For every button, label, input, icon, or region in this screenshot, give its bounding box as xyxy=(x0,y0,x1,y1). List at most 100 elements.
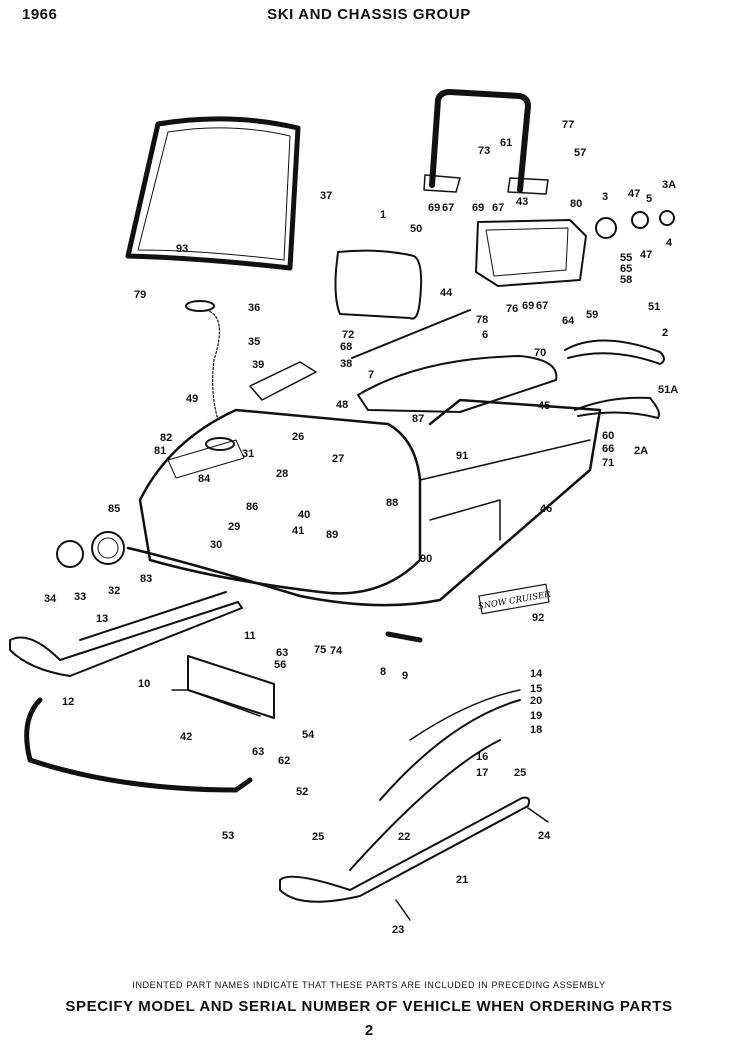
steering-arm-drawing xyxy=(564,339,665,365)
callout: 61 xyxy=(500,137,512,149)
callout: 28 xyxy=(276,468,288,480)
callout: 34 xyxy=(44,593,57,605)
callout: 12 xyxy=(62,696,74,708)
decal-text: SNOW CRUISER xyxy=(477,590,552,613)
callout: 40 xyxy=(298,509,310,521)
callout: 76 xyxy=(506,303,518,315)
callout: 43 xyxy=(516,196,528,208)
callout: 36 xyxy=(248,302,260,314)
callout: 86 xyxy=(246,501,258,513)
callout: 19 xyxy=(530,710,542,722)
callout: 13 xyxy=(96,613,108,625)
callout: 70 xyxy=(534,347,546,359)
retaining-ring-drawing xyxy=(659,210,675,226)
callout: 38 xyxy=(340,358,352,370)
right-ski-drawing xyxy=(279,689,531,903)
callout: 67 xyxy=(492,202,504,214)
callout: 65 xyxy=(620,263,632,275)
callout: 87 xyxy=(412,413,424,425)
callout: 30 xyxy=(210,539,222,551)
callout: 14 xyxy=(530,668,543,680)
callout: 9 xyxy=(402,670,408,682)
callout: 82 xyxy=(160,432,172,444)
callout: 69 xyxy=(428,202,440,214)
callout: 56 xyxy=(274,659,286,671)
callout: 16 xyxy=(476,751,488,763)
callout: 91 xyxy=(456,450,468,462)
callout: 66 xyxy=(602,443,614,455)
header-title: SKI AND CHASSIS GROUP xyxy=(267,6,471,23)
callout: 48 xyxy=(336,399,348,411)
callout: 62 xyxy=(278,755,290,767)
callout: 78 xyxy=(476,314,488,326)
callout: 22 xyxy=(398,831,410,843)
bumper-drawing xyxy=(24,697,253,793)
callout: 2 xyxy=(662,327,668,339)
callout: 64 xyxy=(562,315,575,327)
gauge-bezel-drawing xyxy=(631,211,649,229)
callout: 2A xyxy=(634,445,648,457)
footer-note: INDENTED PART NAMES INDICATE THAT THESE … xyxy=(132,980,606,990)
callout: 10 xyxy=(138,678,150,690)
callout: 21 xyxy=(456,874,468,886)
cable-rod-drawing xyxy=(351,309,471,359)
callout: 57 xyxy=(574,147,586,159)
callout: 3 xyxy=(602,191,608,203)
callout: 55 xyxy=(620,252,632,264)
callout: 8 xyxy=(380,666,386,678)
callout: 69 xyxy=(522,300,534,312)
callout-labels: 1 2 2A 3 3A 4 5 6 7 8 9 10 11 12 13 14 1… xyxy=(44,119,678,936)
callout: 51A xyxy=(658,384,678,396)
callout: 18 xyxy=(530,724,542,736)
callout: 49 xyxy=(186,393,198,405)
callout: 42 xyxy=(180,731,192,743)
callout: 63 xyxy=(252,746,264,758)
callout: 51 xyxy=(648,301,660,313)
callout: 80 xyxy=(570,198,582,210)
callout: 35 xyxy=(248,336,260,348)
callout: 33 xyxy=(74,591,86,603)
decal-outline xyxy=(478,583,550,615)
footer-instruction: SPECIFY MODEL AND SERIAL NUMBER OF VEHIC… xyxy=(65,998,673,1015)
callout: 69 xyxy=(472,202,484,214)
callout: 92 xyxy=(532,612,544,624)
callout: 89 xyxy=(326,529,338,541)
callout: 63 xyxy=(276,647,288,659)
windshield-drawing xyxy=(125,116,301,271)
callout: 37 xyxy=(320,190,332,202)
headlamp-ring-drawing xyxy=(56,540,84,568)
callout: 20 xyxy=(530,695,542,707)
callout: 67 xyxy=(442,202,454,214)
callout: 84 xyxy=(198,473,211,485)
callout: 44 xyxy=(440,287,453,299)
callout: 23 xyxy=(392,924,404,936)
chassis-pan-drawing xyxy=(126,398,602,607)
callout: 90 xyxy=(420,553,432,565)
callout: 5 xyxy=(646,193,652,205)
callout: 93 xyxy=(176,243,188,255)
seat-back-drawing xyxy=(357,355,558,413)
callout: 67 xyxy=(536,300,548,312)
callout: 72 xyxy=(342,329,354,341)
callout: 52 xyxy=(296,786,308,798)
headlamp-drawing xyxy=(91,531,125,565)
callout: 24 xyxy=(538,830,551,842)
callout: 45 xyxy=(538,400,550,412)
gauge-drawing xyxy=(595,217,617,239)
callout: 25 xyxy=(514,767,526,779)
page-number: 2 xyxy=(364,1022,374,1039)
callout: 32 xyxy=(108,585,120,597)
callout: 26 xyxy=(292,431,304,443)
callout: 60 xyxy=(602,430,614,442)
grab-handle-drawing xyxy=(423,89,549,195)
callout: 77 xyxy=(562,119,574,131)
callout: 47 xyxy=(640,249,652,261)
callout: 54 xyxy=(302,729,315,741)
callout: 25 xyxy=(312,831,324,843)
callout: 81 xyxy=(154,445,166,457)
callout: 68 xyxy=(340,341,352,353)
callout: 7 xyxy=(368,369,374,381)
header-year: 1966 xyxy=(22,6,58,23)
